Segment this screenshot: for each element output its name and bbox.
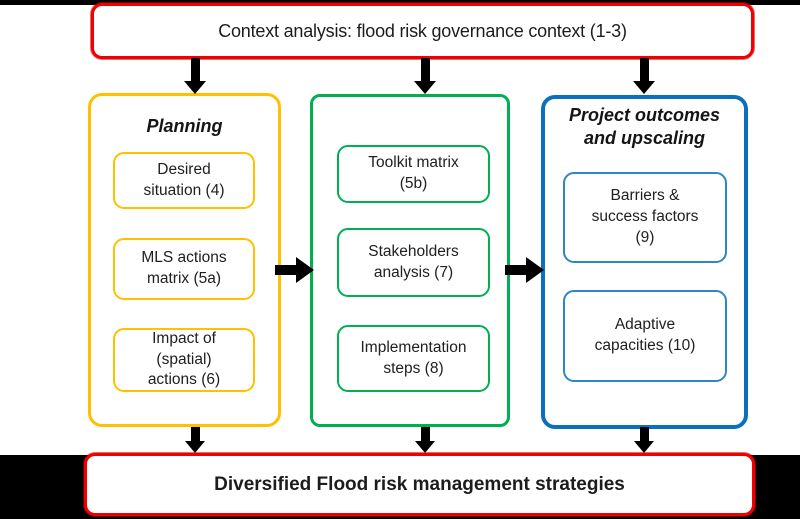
process-item-adaptive-capacities: Adaptive capacities (10) xyxy=(563,290,727,382)
down-arrow-icon xyxy=(414,58,436,94)
context-analysis-banner: Context analysis: flood risk governance … xyxy=(91,3,754,59)
down-arrow-icon xyxy=(414,427,436,453)
process-item-toolkit-matrix: Toolkit matrix (5b) xyxy=(337,145,490,203)
top-rule xyxy=(0,0,800,5)
process-item-desired-situation: Desired situation (4) xyxy=(113,152,255,209)
down-arrow-icon xyxy=(633,58,655,94)
process-item-stakeholders-analysis: Stakeholders analysis (7) xyxy=(337,228,490,297)
strategies-label: Diversified Flood risk management strate… xyxy=(214,473,625,495)
process-item-mls-actions-matrix: MLS actions matrix (5a) xyxy=(113,238,255,300)
process-item-impact-spatial-actions: Impact of (spatial) actions (6) xyxy=(113,328,255,392)
process-item-implementation-steps: Implementation steps (8) xyxy=(337,325,490,392)
planning-column-title: Planning xyxy=(146,116,223,136)
context-analysis-label: Context analysis: flood risk governance … xyxy=(218,20,627,41)
strategies-banner: Diversified Flood risk management strate… xyxy=(84,453,755,516)
right-arrow-icon xyxy=(275,257,314,283)
right-arrow-icon xyxy=(505,257,544,283)
outcomes-column-title: Project outcomes and upscaling xyxy=(568,105,721,148)
down-arrow-icon xyxy=(633,427,655,453)
process-item-barriers-success-factors: Barriers & success factors (9) xyxy=(563,172,727,263)
down-arrow-icon xyxy=(184,427,206,453)
down-arrow-icon xyxy=(184,58,206,94)
